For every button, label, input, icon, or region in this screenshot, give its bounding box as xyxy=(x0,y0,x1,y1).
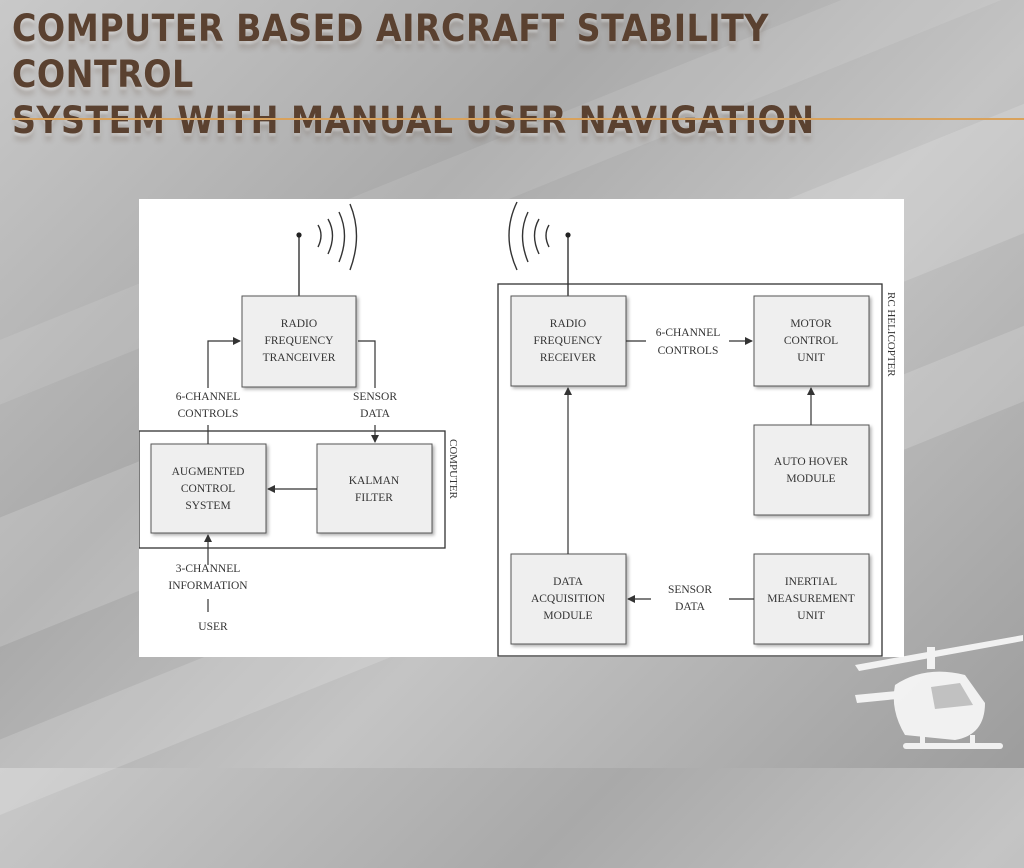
helicopter-group-border xyxy=(497,283,883,657)
slide-title: COMPUTER BASED AIRCRAFT STABILITY CONTRO… xyxy=(12,6,912,144)
slide-title-line-2: SYSTEM WITH MANUAL USER NAVIGATION xyxy=(12,99,815,142)
title-underline xyxy=(12,118,1024,120)
connector-transceiver-sensor xyxy=(358,340,376,388)
label-user: USER xyxy=(198,621,228,633)
helicopter-group-label: RC HELICOPTER xyxy=(885,292,897,377)
helicopter-silhouette-icon xyxy=(855,635,1023,749)
computer-group-border xyxy=(138,430,446,549)
arrow-acs-to-transceiver xyxy=(207,337,241,388)
computer-group-label: COMPUTER xyxy=(447,439,459,500)
helicopter-antenna-icon xyxy=(508,201,571,296)
slide-title-line-1: COMPUTER BASED AIRCRAFT STABILITY CONTRO… xyxy=(12,7,769,96)
computer-antenna-icon xyxy=(296,203,358,296)
